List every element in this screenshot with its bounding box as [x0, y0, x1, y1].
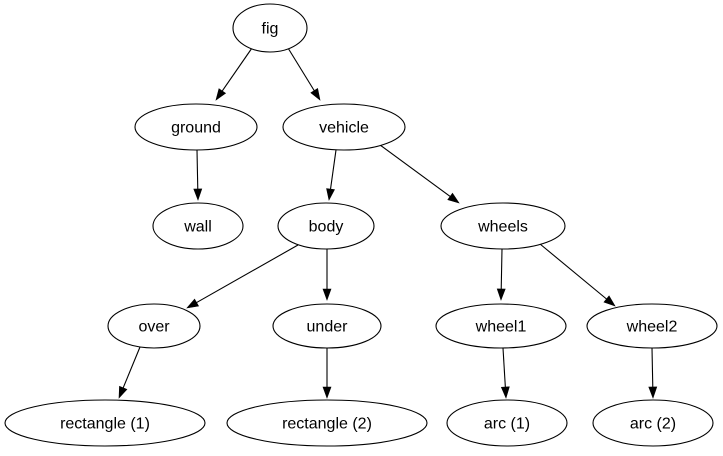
- node-label-arc_1: arc (1): [484, 416, 530, 433]
- edge-arrowhead: [447, 192, 460, 204]
- edge-wheels-to-wheel2: [539, 243, 616, 307]
- node-wheel1[interactable]: wheel1: [435, 303, 567, 349]
- edge-line: [196, 149, 199, 190]
- node-ellipse-wheels[interactable]: [440, 202, 566, 250]
- node-rectangle_1[interactable]: rectangle (1): [4, 399, 206, 447]
- edge-arrowhead: [648, 386, 658, 399]
- node-label-under: under: [307, 319, 349, 336]
- node-label-vehicle: vehicle: [319, 120, 369, 137]
- node-label-ground: ground: [171, 120, 221, 137]
- edge-over-to-rectangle_1: [118, 346, 141, 399]
- node-ellipse-rectangle_1[interactable]: [4, 399, 206, 447]
- node-ellipse-ground[interactable]: [134, 103, 258, 151]
- edge-line: [651, 347, 654, 388]
- edge-arrowhead: [322, 288, 332, 301]
- edge-arrowhead: [496, 288, 506, 301]
- node-wheels[interactable]: wheels: [440, 202, 566, 250]
- edge-wheel2-to-arc_2: [648, 347, 658, 399]
- node-body[interactable]: body: [277, 202, 375, 250]
- edge-arrowhead: [603, 295, 616, 307]
- node-wheel2[interactable]: wheel2: [586, 303, 718, 349]
- node-label-fig: fig: [262, 21, 279, 38]
- edge-arrowhead: [186, 298, 200, 309]
- edge-line: [287, 47, 315, 91]
- node-ellipse-over[interactable]: [107, 303, 201, 349]
- edge-line: [379, 144, 451, 197]
- node-label-wheel1: wheel1: [475, 319, 527, 336]
- node-ellipse-fig[interactable]: [232, 3, 308, 53]
- edge-arrowhead: [310, 88, 321, 101]
- edge-arrowhead: [193, 188, 203, 201]
- edge-fig-to-vehicle: [287, 47, 321, 101]
- node-ellipse-arc_2[interactable]: [592, 399, 714, 447]
- edge-wheels-to-wheel1: [496, 248, 506, 301]
- node-label-wall: wall: [183, 219, 212, 236]
- node-ellipse-wheel2[interactable]: [586, 303, 718, 349]
- edge-arrowhead: [500, 386, 510, 399]
- node-label-rectangle_2: rectangle (2): [282, 416, 372, 433]
- node-arc_1[interactable]: arc (1): [446, 399, 568, 447]
- node-under[interactable]: under: [272, 303, 382, 349]
- edge-line: [500, 248, 503, 290]
- node-ellipse-arc_1[interactable]: [446, 399, 568, 447]
- edge-line: [329, 149, 337, 190]
- node-fig[interactable]: fig: [232, 3, 308, 53]
- node-ellipse-wheel1[interactable]: [435, 303, 567, 349]
- node-ellipse-rectangle_2[interactable]: [226, 399, 428, 447]
- edge-line: [221, 47, 253, 92]
- nodes-layer: fig ground vehicle wall body wheels over under w…: [4, 3, 718, 447]
- node-ground[interactable]: ground: [134, 103, 258, 151]
- edge-wheel1-to-arc_1: [500, 347, 510, 399]
- edge-under-to-rectangle_2: [322, 348, 332, 399]
- node-label-wheels: wheels: [477, 219, 528, 236]
- node-wall[interactable]: wall: [152, 202, 244, 250]
- node-ellipse-under[interactable]: [272, 303, 382, 349]
- edge-line: [539, 243, 607, 300]
- node-ellipse-body[interactable]: [277, 202, 375, 250]
- node-label-over: over: [138, 319, 170, 336]
- edge-vehicle-to-wheels: [379, 144, 460, 204]
- node-label-body: body: [309, 219, 344, 236]
- edge-arrowhead: [322, 386, 332, 399]
- node-label-arc_2: arc (2): [630, 416, 676, 433]
- edge-arrowhead: [326, 188, 335, 201]
- edge-body-to-under: [322, 249, 332, 301]
- node-over[interactable]: over: [107, 303, 201, 349]
- node-rectangle_2[interactable]: rectangle (2): [226, 399, 428, 447]
- node-ellipse-vehicle[interactable]: [282, 103, 406, 151]
- edge-vehicle-to-body: [326, 149, 337, 201]
- node-label-wheel2: wheel2: [626, 319, 678, 336]
- edge-line: [502, 347, 506, 388]
- edge-ground-to-wall: [193, 149, 203, 201]
- edge-line: [122, 346, 141, 389]
- edge-body-to-over: [186, 244, 299, 309]
- edge-line: [196, 244, 299, 304]
- node-vehicle[interactable]: vehicle: [282, 103, 406, 151]
- node-label-rectangle_1: rectangle (1): [60, 416, 150, 433]
- edge-arrowhead: [215, 88, 227, 101]
- edges-layer: [118, 47, 658, 399]
- node-arc_2[interactable]: arc (2): [592, 399, 714, 447]
- edge-arrowhead: [118, 385, 128, 399]
- node-ellipse-wall[interactable]: [152, 202, 244, 250]
- edge-fig-to-ground: [215, 47, 253, 101]
